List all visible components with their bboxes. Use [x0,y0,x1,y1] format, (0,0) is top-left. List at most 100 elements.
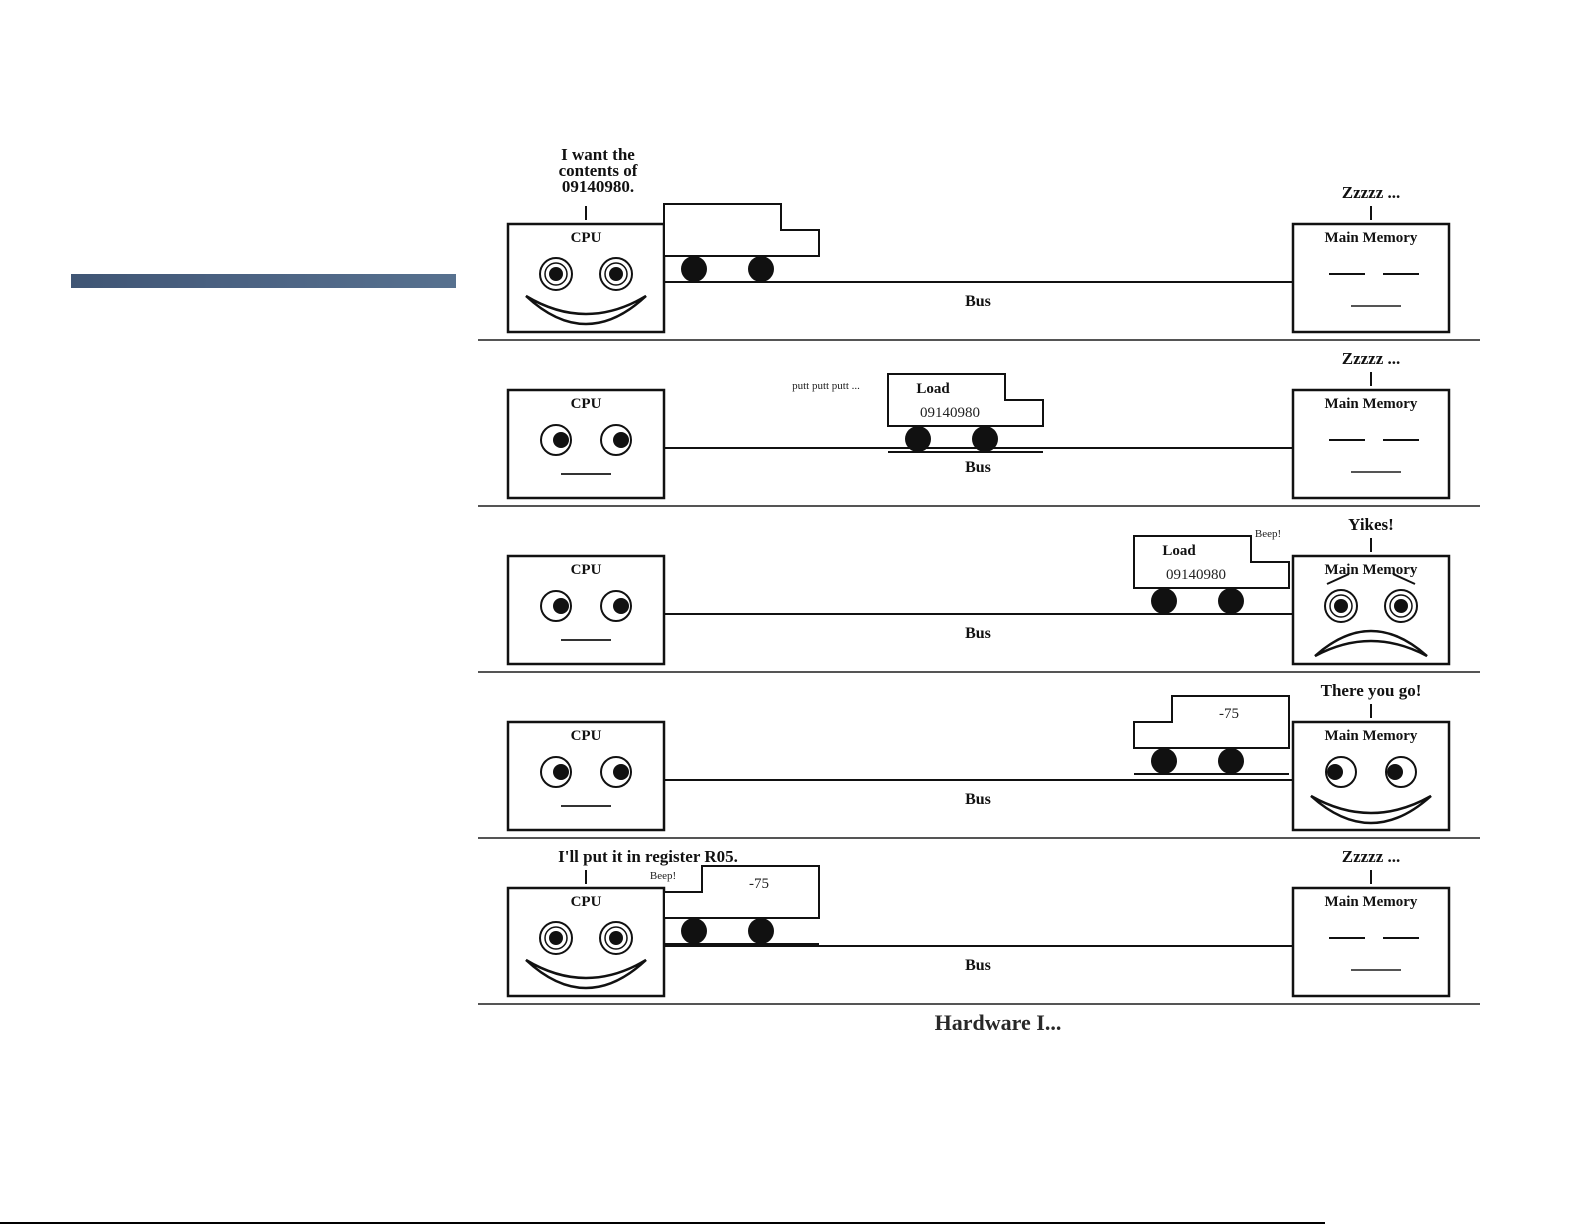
panel-3: Bus CPU Main Memory Yikes! Load 09140980 Beep! [478,515,1480,673]
pupil-icon [553,598,569,614]
wheel-icon [1218,588,1244,614]
truck-cargo-address: 09140980 [920,405,980,421]
memory-label: Main Memory [1325,728,1418,744]
pupil-icon [1394,599,1408,613]
memory-speech: Zzzzz ... [1342,847,1401,866]
pupil-icon [609,931,623,945]
figure-caption-partial: Hardware I... [935,1010,1062,1035]
brow-icon [1326,573,1350,585]
pupil-icon [549,931,563,945]
pupil-icon [613,598,629,614]
eye-icon [1384,589,1418,623]
bus-label: Bus [965,791,991,808]
cpu-label: CPU [571,894,602,910]
truck-cargo-address: 09140980 [1166,567,1226,583]
memory-label: Main Memory [1325,230,1418,246]
truck-horn-note: Beep! [1255,528,1281,540]
truck-cargo-value: -75 [1219,706,1239,722]
eye-icon [1385,756,1417,788]
bus-label: Bus [965,459,991,476]
eye-icon [600,590,632,622]
eye-icon [539,921,573,955]
bus-label: Bus [965,625,991,642]
pupil-icon [553,432,569,448]
wheel-icon [1151,748,1177,774]
eye-ring-icon [1389,594,1413,618]
wheel-icon [972,426,998,452]
memory-speech: Zzzzz ... [1342,349,1401,368]
eye-icon [540,424,572,456]
pupil-icon [549,267,563,281]
eye-icon [1324,589,1358,623]
eye-icon [600,756,632,788]
brow-icon [1392,573,1416,585]
memory-box [1291,886,1451,998]
wheel-icon [681,918,707,944]
pupil-icon [1327,764,1343,780]
smile-icon [525,958,647,990]
wheel-icon [681,256,707,282]
cpu-label: CPU [571,562,602,578]
slide-title-bar [71,274,456,288]
eye-icon [600,424,632,456]
cpu-label: CPU [571,396,602,412]
cpu-box [506,720,666,832]
wheel-icon [748,256,774,282]
memory-box [1291,388,1451,500]
wheel-icon [748,918,774,944]
eye-ring-icon [604,926,628,950]
eye-ring-icon [544,926,568,950]
eye-icon [540,590,572,622]
truck-body [1133,535,1290,589]
eye-icon [599,921,633,955]
cpu-box [506,388,666,500]
panel-4: Bus CPU Main Memory There you go! -75 [478,681,1480,839]
truck-body [1133,695,1290,749]
eye-ring-icon [544,262,568,286]
pupil-icon [609,267,623,281]
memory-box [1291,554,1451,666]
truck-horn-note: Beep! [650,870,676,882]
cpu-speech: I'll put it in register R05. [558,847,738,866]
pupil-icon [1334,599,1348,613]
eye-ring-icon [604,262,628,286]
frown-icon [1314,629,1428,658]
cpu-speech-line: 09140980. [562,177,634,196]
pupil-icon [553,764,569,780]
eye-icon [599,257,633,291]
panel-5: Bus CPU Main Memory Zzzzz ... I'll put it in… [478,847,1480,1005]
memory-label: Main Memory [1325,562,1418,578]
eye-icon [539,257,573,291]
eye-icon [1325,756,1357,788]
pupil-icon [613,764,629,780]
truck-cargo-value: -75 [749,876,769,892]
bus-label: Bus [965,293,991,310]
cpu-label: CPU [571,230,602,246]
memory-box [1291,222,1451,334]
pupil-icon [1387,764,1403,780]
truck-body [663,865,820,919]
eye-ring-icon [1329,594,1353,618]
memory-label: Main Memory [1325,894,1418,910]
cpu-speech-line: contents of [559,161,638,180]
memory-speech: There you go! [1321,681,1422,700]
wheel-icon [905,426,931,452]
memory-speech: Yikes! [1348,515,1394,534]
cpu-box [506,554,666,666]
truck-cargo-command: Load [916,381,950,397]
wheel-icon [1151,588,1177,614]
bus-label: Bus [965,957,991,974]
footer-divider [0,1222,1325,1224]
smile-icon [1310,794,1432,825]
pupil-icon [613,432,629,448]
truck-cargo-command: Load [1162,543,1196,559]
cpu-label: CPU [571,728,602,744]
eye-icon [540,756,572,788]
truck-body [887,373,1044,427]
cpu-speech-line: I want the [561,145,635,164]
truck-body [663,203,820,257]
